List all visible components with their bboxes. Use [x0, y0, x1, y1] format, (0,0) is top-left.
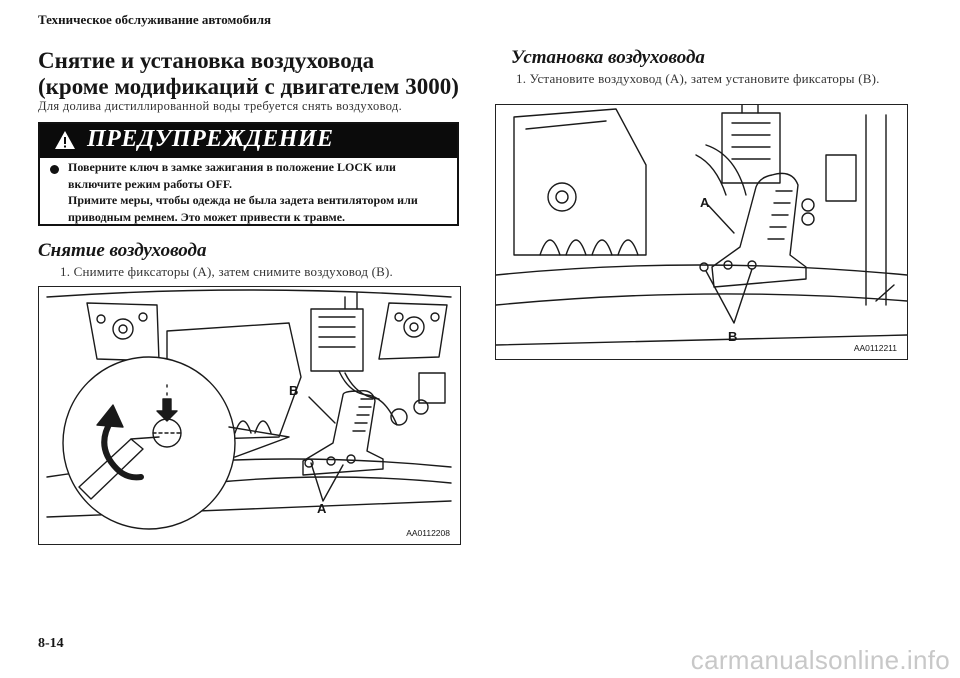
engine-bay-illustration: [46, 289, 452, 530]
removal-step: 1. Снимите фиксаторы (A), затем снимите …: [60, 264, 393, 279]
page-number: 8-14: [38, 636, 64, 651]
watermark: carmanualsonline.info: [690, 645, 950, 675]
warning-line: приводным ремнем. Это может привести к т…: [68, 209, 346, 224]
running-title: Техническое обслуживание автомобиля: [38, 12, 272, 27]
callout-b: B: [289, 383, 299, 398]
section-title-line1: Снятие и установка воздуховода: [38, 48, 375, 73]
section-intro: Для долива дистиллированной воды требует…: [38, 99, 403, 113]
removal-figure: B A AA0112208: [38, 286, 461, 545]
installation-figure: A B AA0112211: [495, 104, 908, 360]
warning-line: включите режим работы OFF.: [68, 176, 233, 191]
warning-line: Поверните ключ в замке зажигания в полож…: [68, 160, 396, 174]
figure-code: AA0112211: [853, 343, 897, 353]
warning-line: Примите меры, чтобы одежда не была задет…: [68, 193, 418, 207]
warning-header: ПРЕДУПРЕЖДЕНИЕ: [40, 124, 457, 158]
callout-a: A: [700, 195, 710, 210]
engine-bay-illustration: [496, 105, 907, 346]
installation-step: 1. Установите воздуховод (A), затем уста…: [516, 71, 880, 86]
warning-text: Поверните ключ в замке зажигания в полож…: [68, 159, 454, 225]
warning-triangle-icon: [55, 131, 75, 149]
figure-code: AA0112208: [406, 528, 450, 538]
installation-heading: Установка воздуховода: [511, 47, 705, 68]
bullet-icon: [50, 165, 59, 174]
warning-box: ПРЕДУПРЕЖДЕНИЕ Поверните ключ в замке за…: [38, 122, 459, 226]
section-title-line2: (кроме модификаций с двигателем 3000): [38, 74, 459, 99]
removal-heading: Снятие воздуховода: [38, 240, 207, 261]
callout-a: A: [317, 501, 327, 516]
warning-title: ПРЕДУПРЕЖДЕНИЕ: [87, 126, 334, 152]
callout-b: B: [728, 329, 738, 344]
